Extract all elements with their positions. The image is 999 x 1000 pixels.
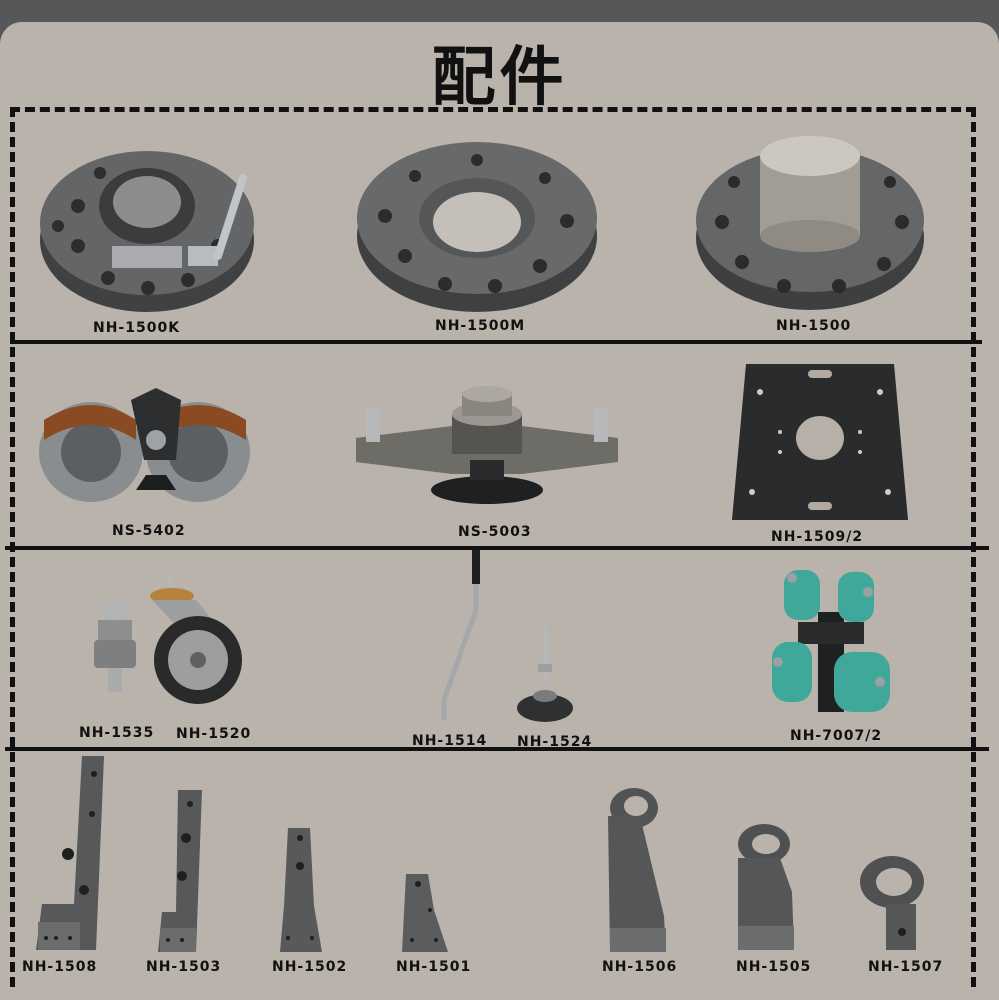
part-code-nh-1506: NH-1506: [602, 959, 678, 975]
part-image-nh-1500m: [355, 126, 600, 316]
part-image-nh-1502: [278, 826, 324, 954]
row-divider: [10, 340, 982, 344]
part-image-nh-1507: [858, 852, 928, 952]
part-code-nh-1500k: NH-1500K: [93, 320, 181, 336]
row-divider: [5, 546, 989, 550]
part-code-nh-7007-2: NH-7007/2: [790, 728, 883, 744]
part-code-nh-1520: NH-1520: [176, 726, 252, 742]
part-image-nh-1503: [156, 788, 204, 954]
part-code-nh-1507: NH-1507: [868, 959, 944, 975]
page-title: 配件: [431, 41, 568, 115]
part-code-nh-1508: NH-1508: [22, 959, 98, 975]
part-image-nh-1500: [694, 126, 926, 312]
part-image-ns-5402: [36, 380, 251, 508]
part-image-nh-1500k: [38, 128, 256, 313]
part-image-nh-1520: [146, 576, 258, 708]
part-image-nh-1535: [86, 600, 146, 695]
part-image-nh-1506: [604, 786, 670, 956]
part-code-nh-1505: NH-1505: [736, 959, 812, 975]
part-code-nh-1514: NH-1514: [412, 733, 488, 749]
part-image-nh-1514: [436, 550, 486, 730]
part-image-nh-1501: [400, 870, 450, 954]
part-image-ns-5003: [352, 386, 622, 506]
part-code-nh-1503: NH-1503: [146, 959, 222, 975]
part-code-nh-1535: NH-1535: [79, 725, 155, 741]
part-image-nh-1509-2: [730, 362, 910, 522]
part-code-nh-1501: NH-1501: [396, 959, 472, 975]
part-image-nh-1524: [514, 624, 576, 726]
part-code-ns-5003: NS-5003: [458, 524, 532, 540]
part-code-nh-1500m: NH-1500M: [435, 318, 526, 334]
part-code-nh-1502: NH-1502: [272, 959, 348, 975]
part-code-nh-1500: NH-1500: [776, 318, 852, 334]
part-image-nh-1508: [34, 754, 106, 954]
part-code-nh-1524: NH-1524: [517, 734, 593, 750]
part-image-nh-7007-2: [768, 562, 894, 722]
part-code-nh-1509-2: NH-1509/2: [771, 529, 864, 545]
part-image-nh-1505: [734, 822, 796, 952]
row-divider: [5, 747, 989, 751]
part-code-ns-5402: NS-5402: [112, 523, 186, 539]
